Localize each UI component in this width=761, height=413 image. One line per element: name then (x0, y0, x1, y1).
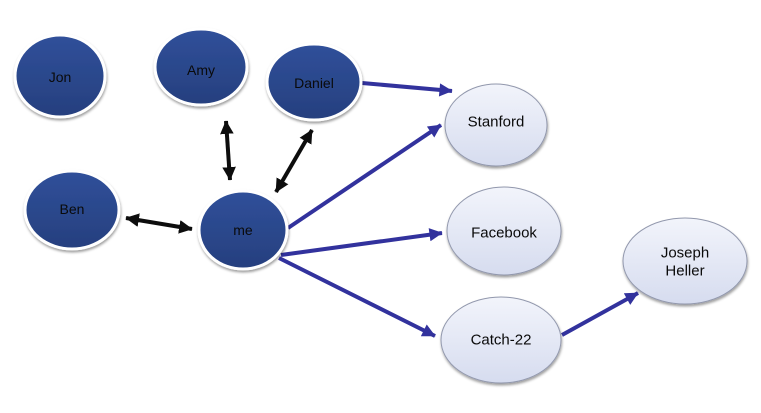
node-amy: Amy (153, 27, 249, 107)
catch22-label: Catch-22 (471, 332, 532, 349)
me-label: me (233, 222, 253, 238)
edge-me-facebook-arrow (280, 228, 443, 257)
node-me: me (197, 189, 289, 271)
node-ben: Ben (23, 169, 121, 251)
joseph-heller-ellipse (622, 217, 748, 305)
edge-catch22-like-arrow (278, 256, 436, 338)
jon-label: Jon (49, 69, 72, 85)
ben-label: Ben (60, 201, 85, 217)
edge-catch22-josephheller-arrow (561, 291, 639, 337)
edge-me-amy-arrow (220, 120, 236, 181)
daniel-circle (265, 42, 363, 122)
me-circle (197, 189, 289, 271)
amy-circle (153, 27, 249, 107)
jon-circle (13, 33, 107, 119)
amy-label: Amy (187, 62, 215, 78)
joseph-heller-label-line1: Joseph (661, 245, 709, 262)
node-stanford: Stanford (444, 83, 548, 167)
facebook-label: Facebook (471, 225, 537, 242)
node-daniel: Daniel (265, 42, 363, 122)
stanford-ellipse (444, 83, 548, 167)
facebook-ellipse (446, 186, 562, 276)
edge-me-daniel-arrow (274, 128, 314, 194)
node-facebook: Facebook (446, 186, 562, 276)
edge-me-stanford-arrow (286, 123, 443, 230)
edge-daniel-stanford-arrow (361, 81, 453, 97)
ben-circle (23, 169, 121, 251)
node-catch22: Catch-22 (440, 296, 562, 384)
node-jon: Jon (13, 33, 107, 119)
daniel-label: Daniel (294, 75, 334, 91)
node-joseph-heller: Joseph Heller (622, 217, 748, 305)
catch22-ellipse (440, 296, 562, 384)
joseph-heller-label-line2: Heller (665, 263, 704, 280)
stanford-label: Stanford (468, 114, 525, 131)
edge-me-ben-arrow (125, 213, 193, 234)
